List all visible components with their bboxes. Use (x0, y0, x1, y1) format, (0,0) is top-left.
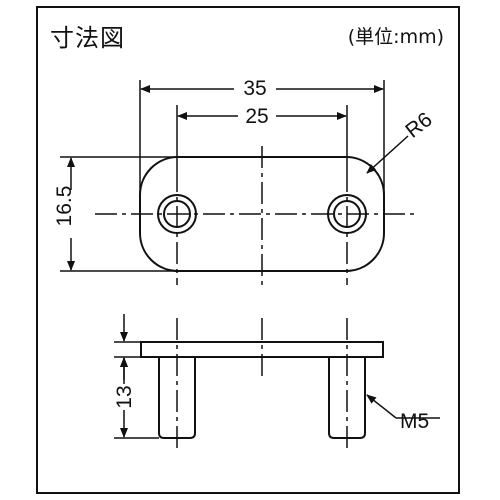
thread-leader (366, 394, 397, 419)
dim-overall-width: 35 (243, 77, 266, 100)
unit-label: (単位:mm) (347, 26, 444, 48)
dim-stud-length: 13 (113, 385, 136, 408)
extension-lines (60, 80, 385, 272)
dim-plate-height: 16.5 (53, 186, 76, 227)
drawing-title: 寸法図 (50, 24, 125, 52)
radius-leader (366, 135, 409, 174)
dim-thread-size: M5 (400, 410, 429, 433)
dim-hole-pitch: 25 (245, 105, 268, 128)
center-lines-top (95, 146, 415, 285)
center-lines-side (176, 318, 348, 448)
